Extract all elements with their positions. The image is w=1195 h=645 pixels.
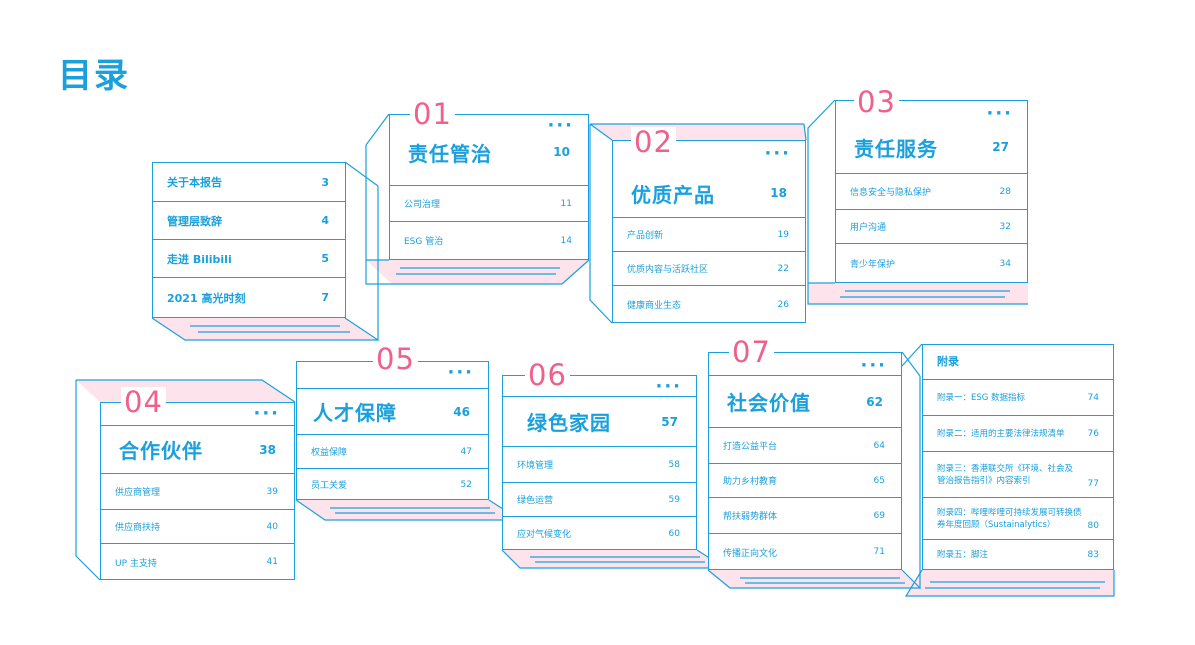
page-title: 目录	[58, 56, 130, 96]
more-icon: ···	[547, 115, 574, 136]
section-number: 06	[525, 360, 570, 390]
more-icon: ···	[447, 362, 474, 383]
section-number: 07	[729, 337, 774, 367]
section-number: 01	[410, 99, 455, 129]
section-number: 04	[121, 387, 166, 417]
more-icon: ···	[253, 403, 280, 424]
toc-item[interactable]: 附录四：哔哩哔哩可持续发展可转换债券年度回顾（Sustainalytics）80	[923, 497, 1113, 539]
more-icon: ···	[986, 103, 1013, 124]
more-icon: ···	[764, 143, 791, 164]
more-icon: ···	[860, 355, 887, 376]
section-number: 02	[631, 127, 676, 157]
section-number: 05	[373, 344, 418, 374]
appendix-heading[interactable]: 附录	[937, 355, 959, 368]
section-number: 03	[854, 87, 899, 117]
more-icon: ···	[655, 376, 682, 397]
